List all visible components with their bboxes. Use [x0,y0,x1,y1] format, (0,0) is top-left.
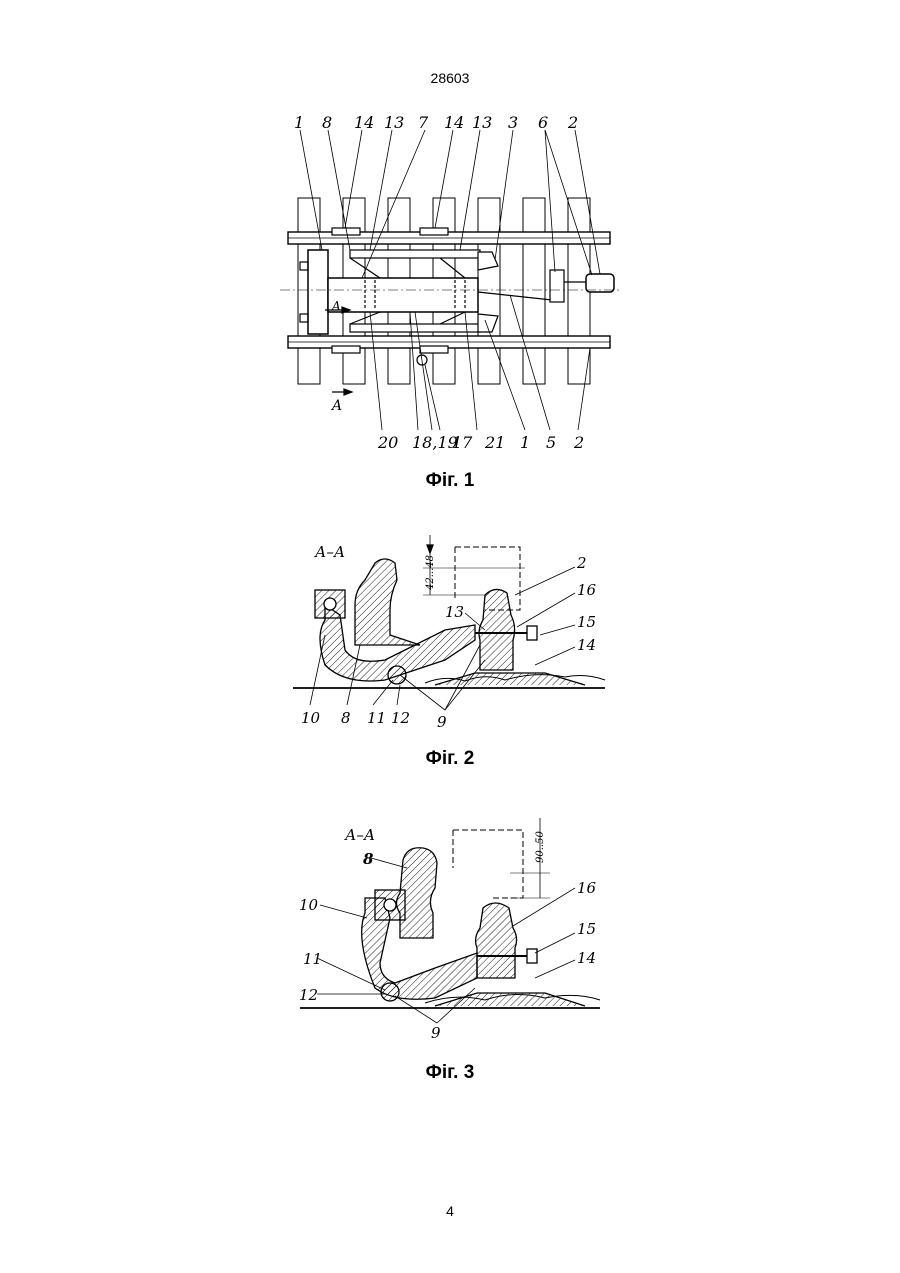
fig2-label: 9 [437,713,447,730]
fig1-label: 1 [294,113,304,132]
figure-2-caption: Фіг. 2 [0,748,900,770]
fig3-label: 12 [299,986,318,1004]
fig3-label: 11 [303,950,322,968]
fig2-label: 8 [341,709,351,727]
fig3-label: 9 [431,1024,441,1042]
fig3-dimension-label: 90..50 [535,831,546,863]
figure-2-drawing: А–А 42...48 2 16 13 15 14 10 8 11 12 9 [285,535,615,730]
document-number: 28603 [0,70,900,86]
fig1-label: 13 [384,113,404,132]
fig3-label: 16 [577,879,597,897]
fig2-label: 10 [301,709,321,727]
fig1-label: 7 [418,113,429,132]
fig1-label: 2 [567,113,578,132]
fig2-label: 13 [445,603,464,621]
fig1-label: 20 [377,433,398,452]
figure-1-caption: Фіг. 1 [0,470,900,492]
fig1-label: 17 [452,433,473,452]
fig2-label: 15 [577,613,596,631]
fig2-label: 14 [577,636,596,654]
fig2-dimension-label: 42...48 [425,555,436,591]
fig1-label: 2 [573,433,584,452]
fig1-label: 1 [520,433,530,452]
fig2-label: 16 [577,581,597,599]
fig3-section-label: А–А [344,826,375,844]
fig1-label: 6 [538,113,548,132]
fig1-label: 13 [472,113,492,132]
fig2-label: 12 [391,709,410,727]
fig3-label: 8 [363,850,374,868]
fig2-label: 2 [576,554,587,572]
fig1-label: 5 [546,433,556,452]
fig2-label: 11 [367,709,386,727]
figure-1-drawing: 1 8 14 13 7 14 13 3 6 2 A A 20 18,19 17 … [270,110,630,460]
fig1-label: 14 [444,113,464,132]
fig1-label: 18,19 [412,433,458,452]
fig1-label: 21 [484,433,505,452]
fig1-label: A [330,398,342,414]
fig1-label: 14 [354,113,374,132]
fig1-label: 3 [508,113,518,132]
figure-3-drawing: А–А 90..50 8 10 16 15 11 14 12 9 [295,818,615,1043]
fig3-label: 15 [577,920,596,938]
fig2-section-label: А–А [314,543,345,561]
fig1-label: A [331,299,341,313]
fig1-label: 8 [322,113,332,132]
fig3-label: 10 [299,896,319,914]
figure-3-caption: Фіг. 3 [0,1062,900,1084]
fig3-label: 14 [577,949,596,967]
page-number: 4 [0,1203,900,1219]
